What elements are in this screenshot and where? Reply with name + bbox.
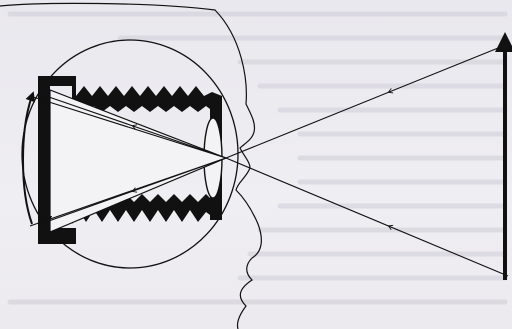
retina-arc-arrow xyxy=(23,96,32,224)
